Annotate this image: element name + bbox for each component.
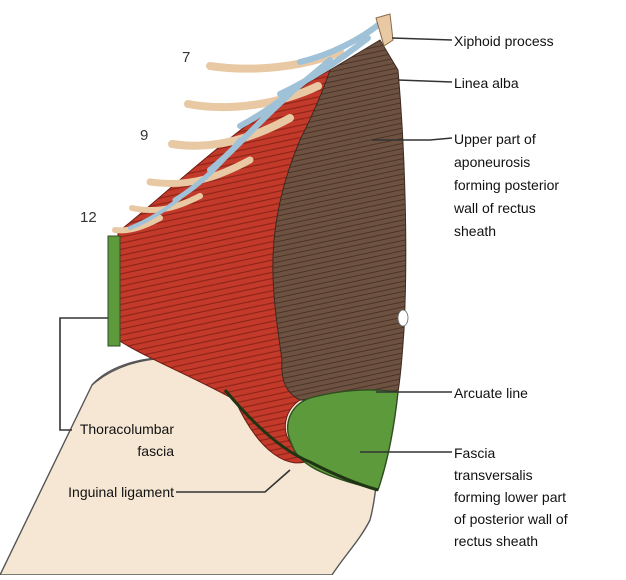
svg-text:sheath: sheath [454,223,496,239]
svg-text:rectus sheath: rectus sheath [454,533,538,549]
svg-text:fascia: fascia [137,443,174,459]
rib-number-12: 12 [80,209,97,226]
thoracolumbar-strip [108,236,120,346]
svg-text:wall of rectus: wall of rectus [453,200,536,216]
label-upper-aponeurosis: Upper part of aponeurosis forming poster… [453,131,559,239]
label-fascia-transversalis: Fascia transversalis forming lower part … [454,445,568,549]
svg-text:forming posterior: forming posterior [454,177,559,193]
label-arcuate-line: Arcuate line [454,385,528,401]
label-inguinal-ligament: Inguinal ligament [68,484,174,500]
rib-number-9: 9 [140,127,148,144]
svg-text:Upper part of: Upper part of [454,131,536,147]
svg-text:Thoracolumbar: Thoracolumbar [80,421,174,437]
umbilicus [398,310,408,326]
svg-text:forming lower part: forming lower part [454,489,566,505]
label-linea-alba: Linea alba [454,75,519,91]
label-xiphoid: Xiphoid process [454,33,554,49]
svg-text:of posterior wall of: of posterior wall of [454,511,568,527]
svg-text:transversalis: transversalis [454,467,533,483]
svg-text:aponeurosis: aponeurosis [454,154,530,170]
svg-text:Fascia: Fascia [454,445,495,461]
rib-number-7: 7 [182,49,190,66]
